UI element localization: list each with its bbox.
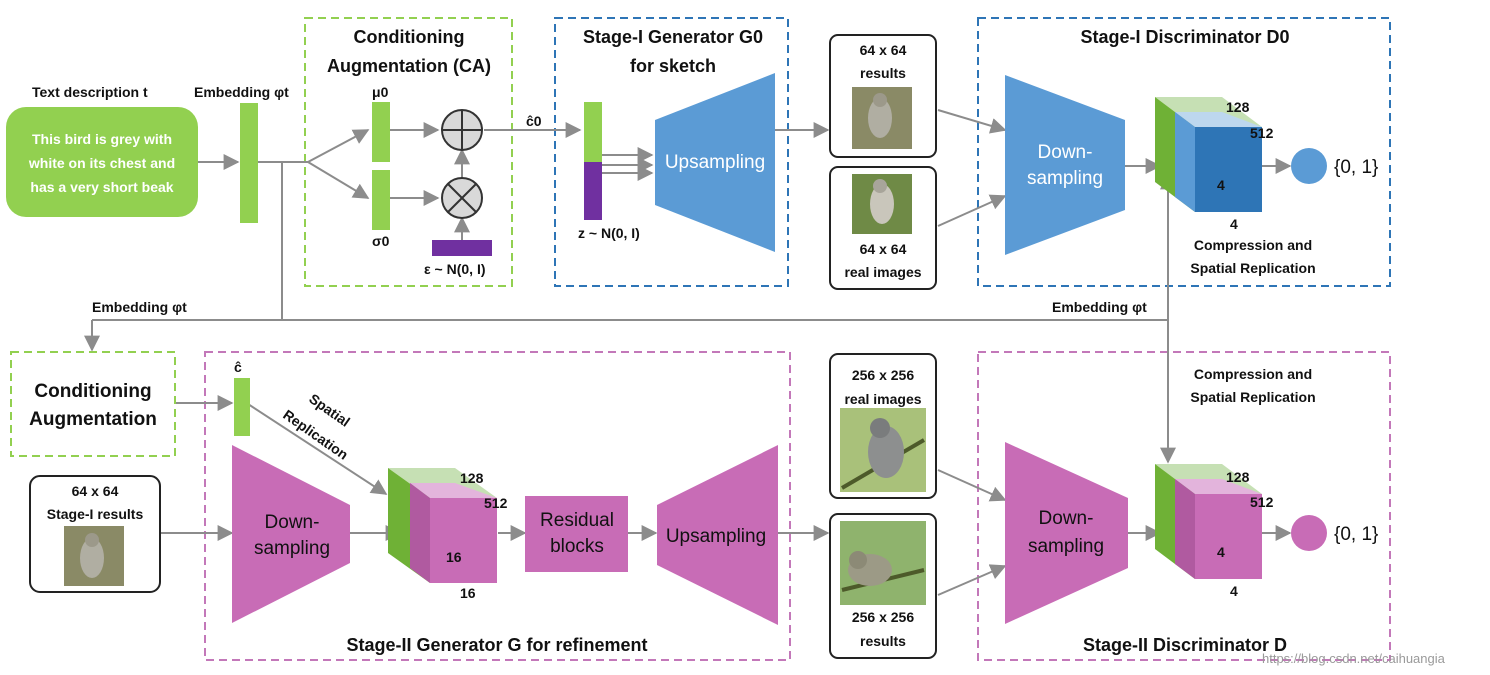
stage2-real-line1: 256 x 256: [852, 367, 914, 383]
sigma-label: σ0: [372, 233, 390, 249]
z-bar: [584, 162, 602, 220]
stage2-caption1: Compression and: [1194, 366, 1312, 382]
bird-image-stage1-real: [852, 174, 912, 234]
stage1-caption1: Compression and: [1194, 237, 1312, 253]
stage1-dim-4b: 4: [1230, 216, 1238, 232]
stage2-output-node: [1291, 515, 1327, 551]
stage2-discriminator-region: [977, 351, 1391, 661]
residual-blocks: [525, 496, 628, 572]
stage1-downsampling-block: [1005, 75, 1125, 255]
stage2-caption2: Spatial Replication: [1190, 389, 1315, 405]
embedding-bar-top: [240, 103, 258, 223]
embedding-right-label: Embedding φt: [1052, 299, 1147, 315]
mu-bar: [372, 102, 390, 162]
ca-bottom-region: [10, 351, 176, 457]
text-description-line1: This bird is grey with: [32, 131, 172, 147]
c0-bar: [584, 102, 602, 162]
stage1-results-line1: 64 x 64: [860, 42, 907, 58]
z-label: z ~ N(0, I): [578, 225, 640, 241]
stage2-disc-downsampling-block: [1005, 442, 1128, 624]
stage2-output-label: {0, 1}: [1334, 524, 1378, 545]
stage1-real-line1: 64 x 64: [860, 241, 907, 257]
stage2-results-line2: results: [860, 633, 906, 649]
stage2-generator-region: [204, 351, 791, 661]
bird-image-stage2-result: [840, 521, 926, 605]
c0-hat-label: ĉ0: [526, 113, 542, 129]
epsilon-label: ε ~ N(0, I): [424, 261, 486, 277]
stage1-dim-4a: 4: [1217, 177, 1225, 193]
c-hat-bar: [234, 378, 250, 436]
stage2-down-label2: sampling: [254, 538, 330, 559]
stage2-dim-16b: 16: [460, 585, 476, 601]
ca-bottom-title1: Conditioning: [34, 381, 151, 402]
stage1-feature-cube: [1155, 97, 1262, 212]
stage2-results-line1: 256 x 256: [852, 609, 914, 625]
text-description-line3: has a very short beak: [30, 179, 173, 195]
watermark: https://blog.csdn.net/caihuangia: [1262, 651, 1446, 666]
stage1-input-line2: Stage-I results: [47, 506, 144, 522]
stage2-dim-16a: 16: [446, 549, 462, 565]
bird-image-stage1-input: [64, 526, 124, 586]
stage2-down-label1: Down-: [265, 512, 320, 533]
text-description-box: [6, 107, 198, 217]
stage1-gen-title1: Stage-I Generator G0: [583, 27, 763, 47]
stage1-output-node: [1291, 148, 1327, 184]
stage2-dim-128: 128: [460, 470, 484, 486]
text-description-title: Text description t: [32, 84, 148, 100]
stage2-dim-512: 512: [484, 495, 508, 511]
stage2-disc-feature-cube: [1155, 464, 1262, 579]
c-hat-label: ĉ: [234, 359, 242, 375]
stage1-generator-region: [554, 17, 789, 287]
stage1-output-label: {0, 1}: [1334, 157, 1378, 178]
stage2-disc-down-label1: Down-: [1039, 508, 1094, 529]
residual-label1: Residual: [540, 510, 614, 531]
stage1-dim-512: 512: [1250, 125, 1274, 141]
stage1-gen-title2: for sketch: [630, 56, 716, 76]
stage2-upsampling-label: Upsampling: [666, 526, 766, 547]
stage1-down-label2: sampling: [1027, 168, 1103, 189]
connectors: [84, 109, 1292, 596]
stage1-caption2: Spatial Replication: [1190, 260, 1315, 276]
stage2-disc-dim-512: 512: [1250, 494, 1274, 510]
stage1-input-line1: 64 x 64: [72, 483, 119, 499]
embedding-top-label: Embedding φt: [194, 84, 289, 100]
residual-label2: blocks: [550, 536, 604, 557]
stage1-dim-128: 128: [1226, 99, 1250, 115]
stage1-results-line2: results: [860, 65, 906, 81]
stage1-real-line2: real images: [844, 264, 921, 280]
stage1-upsampling-label: Upsampling: [665, 152, 765, 173]
ca-top-title1: Conditioning: [354, 27, 465, 47]
ca-bottom-title2: Augmentation: [29, 409, 157, 430]
epsilon-bar: [432, 240, 492, 256]
stage1-down-label1: Down-: [1038, 142, 1093, 163]
stage1-discriminator-region: [977, 17, 1391, 287]
stage1-disc-title: Stage-I Discriminator D0: [1080, 27, 1289, 47]
stage2-disc-dim-128: 128: [1226, 469, 1250, 485]
sigma-bar: [372, 170, 390, 230]
stage2-real-line2: real images: [844, 391, 921, 407]
bird-image-stage1-result: [852, 87, 912, 149]
ca-top-region: [304, 17, 513, 287]
stage2-upsampling-block: [657, 445, 778, 625]
stage2-disc-down-label2: sampling: [1028, 536, 1104, 557]
mu-label: μ0: [372, 84, 389, 100]
circle-plus-icon: [441, 109, 483, 151]
circle-times-icon: [441, 177, 483, 219]
ca-top-title2: Augmentation (CA): [327, 56, 491, 76]
stage2-downsampling-block: [232, 445, 350, 623]
embedding-left-label: Embedding φt: [92, 299, 187, 315]
stage2-disc-dim-4a: 4: [1217, 544, 1225, 560]
stage2-feature-cube: [388, 468, 497, 583]
text-description-line2: white on its chest and: [28, 155, 175, 171]
stage2-disc-title: Stage-II Discriminator D: [1083, 635, 1287, 655]
bird-image-stage2-real: [840, 408, 926, 492]
stage2-disc-dim-4b: 4: [1230, 583, 1238, 599]
stage1-upsampling-block: [655, 73, 775, 252]
stage2-gen-title: Stage-II Generator G for refinement: [346, 635, 647, 655]
